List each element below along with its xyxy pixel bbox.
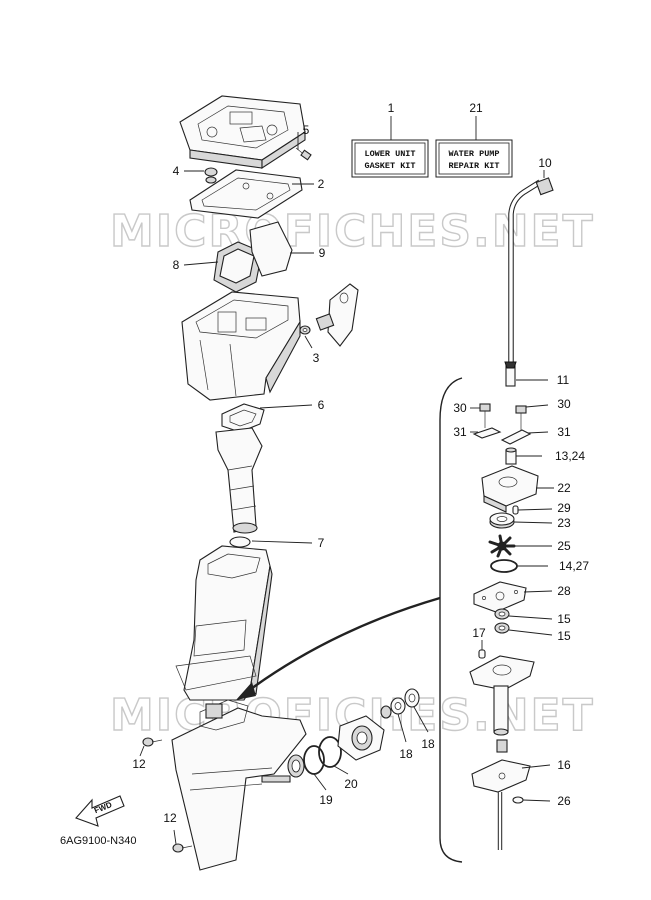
part-o-ring-14-27[interactable] — [490, 559, 518, 573]
part-upper-casing[interactable] — [179, 95, 306, 170]
part-gearcase[interactable] — [171, 699, 307, 871]
part-bolt-30-right[interactable] — [515, 405, 527, 430]
callout-13-24[interactable]: 13,24 — [555, 449, 585, 463]
part-seal-15-upper[interactable] — [494, 608, 510, 620]
callout-15-lower[interactable]: 15 — [557, 629, 571, 643]
callout-29[interactable]: 29 — [557, 501, 571, 515]
callout-20[interactable]: 20 — [344, 777, 358, 791]
callout-5[interactable]: 5 — [303, 123, 310, 137]
callout-12-lower[interactable]: 12 — [163, 811, 177, 825]
callout-9[interactable]: 9 — [319, 246, 326, 260]
callout-1[interactable]: 1 — [388, 101, 395, 115]
callout-30-left[interactable]: 30 — [453, 401, 467, 415]
part-insert-13-24[interactable] — [505, 447, 517, 465]
callout-2[interactable]: 2 — [318, 177, 325, 191]
callout-11[interactable]: 11 — [557, 373, 570, 387]
part-impeller-25[interactable] — [488, 534, 516, 558]
part-pin-29[interactable] — [512, 505, 519, 515]
part-dowel-17[interactable] — [478, 649, 486, 659]
part-seal-7[interactable] — [229, 536, 251, 548]
diagram-code: 6AG9100-N340 — [60, 835, 136, 847]
callout-22[interactable]: 22 — [557, 481, 571, 495]
callout-15-upper[interactable]: 15 — [557, 612, 571, 626]
callout-31-right[interactable]: 31 — [557, 425, 571, 439]
callout-6[interactable]: 6 — [318, 398, 325, 412]
part-gasket-6[interactable] — [221, 403, 265, 433]
callout-23[interactable]: 23 — [557, 516, 571, 530]
assembly-arrow — [236, 596, 441, 700]
part-plate-31-right[interactable] — [500, 429, 532, 445]
part-bolt-12-upper[interactable] — [142, 737, 163, 747]
fwd-arrow-icon — [75, 795, 125, 827]
callout-21[interactable]: 21 — [469, 101, 483, 115]
callout-28[interactable]: 28 — [557, 584, 571, 598]
callout-7[interactable]: 7 — [318, 536, 325, 550]
part-washer-3[interactable] — [299, 325, 311, 335]
part-bearing-19[interactable] — [287, 754, 305, 778]
kit-label-line1: LOWER UNIT — [364, 149, 415, 159]
part-lower-casing[interactable] — [175, 545, 273, 701]
kit-box-lower-unit-gasket[interactable]: LOWER UNIT GASKET KIT — [351, 116, 429, 178]
callout-4[interactable]: 4 — [173, 164, 180, 178]
part-drive-shaft-11[interactable] — [504, 361, 517, 387]
callout-8[interactable]: 8 — [173, 258, 180, 272]
part-casing-upper[interactable] — [181, 291, 301, 401]
callout-3[interactable]: 3 — [313, 351, 320, 365]
part-seal-15-lower[interactable] — [494, 622, 510, 634]
kit-label-line1: WATER PUMP — [448, 149, 499, 159]
part-bracket[interactable] — [315, 283, 359, 347]
callout-12-upper[interactable]: 12 — [132, 757, 146, 771]
callout-26[interactable]: 26 — [557, 794, 571, 808]
part-plate-31-left[interactable] — [472, 427, 502, 439]
kit-box-water-pump-repair[interactable]: WATER PUMP REPAIR KIT — [435, 116, 513, 178]
part-bearing-housing[interactable] — [337, 715, 385, 761]
part-filter-8[interactable] — [213, 241, 263, 293]
part-seal-9[interactable] — [249, 221, 293, 277]
callout-19[interactable]: 19 — [319, 793, 333, 807]
callout-18-left[interactable]: 18 — [399, 747, 413, 761]
part-seal-18a[interactable] — [380, 697, 406, 719]
callout-31-left[interactable]: 31 — [453, 425, 467, 439]
part-outer-plate-28[interactable] — [473, 581, 527, 613]
callout-17[interactable]: 17 — [472, 626, 486, 640]
callout-30-right[interactable]: 30 — [557, 397, 571, 411]
part-pump-housing-22[interactable] — [481, 465, 539, 513]
part-bolt-30-left[interactable] — [479, 403, 491, 428]
kit-label-line2: GASKET KIT — [364, 161, 415, 171]
detail-bracket — [439, 377, 463, 863]
part-gasket-2[interactable] — [189, 169, 303, 219]
callout-10[interactable]: 10 — [538, 156, 552, 170]
part-ring-26[interactable] — [512, 796, 524, 804]
part-water-tube-10[interactable] — [508, 177, 554, 366]
part-seal-18b[interactable] — [404, 688, 420, 708]
part-exhaust-tube[interactable] — [215, 427, 263, 534]
kit-label-line2: REPAIR KIT — [448, 161, 499, 171]
part-o-ring-20[interactable] — [318, 736, 342, 768]
part-bolt-12-lower[interactable] — [172, 843, 193, 853]
callout-14-27[interactable]: 14,27 — [559, 559, 589, 573]
part-pump-case[interactable] — [469, 655, 535, 736]
callout-18-right[interactable]: 18 — [421, 737, 435, 751]
part-grommet-4[interactable] — [204, 167, 218, 184]
watermark-top: MICROFICHES.NET — [110, 206, 595, 257]
callout-25[interactable]: 25 — [557, 539, 571, 553]
callout-16[interactable]: 16 — [557, 758, 571, 772]
part-bushing[interactable] — [496, 739, 508, 753]
part-liner-23[interactable] — [489, 512, 515, 529]
part-plate-16[interactable] — [471, 759, 531, 793]
